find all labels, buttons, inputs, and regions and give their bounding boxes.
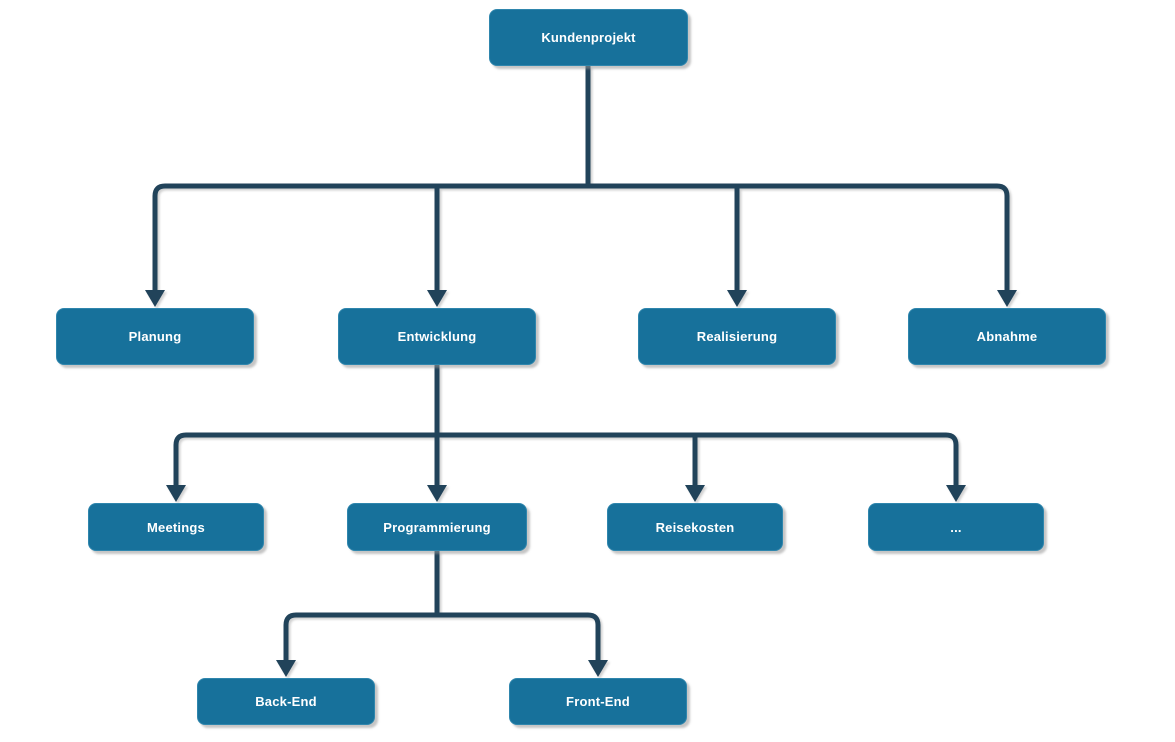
node-label: Realisierung <box>696 329 778 344</box>
node-label: Kundenprojekt <box>541 30 636 45</box>
node-label: Planung <box>128 329 182 344</box>
arrowhead-planung <box>145 290 165 307</box>
node-label: Reisekosten <box>655 519 735 535</box>
node-ellipsis[interactable]: ... <box>868 503 1044 551</box>
node-label: Entwicklung <box>397 329 477 344</box>
node-frontend[interactable]: Front-End <box>509 678 687 725</box>
node-label: Programmierung <box>383 519 491 535</box>
connector-kundenprojekt-children <box>145 66 1017 307</box>
node-label: ... <box>950 519 962 535</box>
node-realisierung[interactable]: Realisierung <box>638 308 836 365</box>
node-reisekosten[interactable]: Reisekosten <box>607 503 783 551</box>
arrowhead-abnahme <box>997 290 1017 307</box>
arrowhead-ellipsis <box>946 485 966 502</box>
connector-programmierung-children <box>276 551 608 677</box>
arrowhead-entwicklung <box>427 290 447 307</box>
node-programmierung[interactable]: Programmierung <box>347 503 527 551</box>
arrowhead-backend <box>276 660 296 677</box>
node-label: Front-End <box>566 694 630 709</box>
node-label: Abnahme <box>976 329 1038 344</box>
node-kundenprojekt[interactable]: Kundenprojekt <box>489 9 688 66</box>
node-planung[interactable]: Planung <box>56 308 254 365</box>
arrowhead-programmierung <box>427 485 447 502</box>
arrowhead-realisierung <box>727 290 747 307</box>
node-abnahme[interactable]: Abnahme <box>908 308 1106 365</box>
node-label: Meetings <box>147 519 205 535</box>
node-entwicklung[interactable]: Entwicklung <box>338 308 536 365</box>
arrowhead-meetings <box>166 485 186 502</box>
node-meetings[interactable]: Meetings <box>88 503 264 551</box>
arrowhead-reisekosten <box>685 485 705 502</box>
connector-entwicklung-children <box>166 365 966 502</box>
node-backend[interactable]: Back-End <box>197 678 375 725</box>
arrowhead-frontend <box>588 660 608 677</box>
node-label: Back-End <box>255 694 317 709</box>
